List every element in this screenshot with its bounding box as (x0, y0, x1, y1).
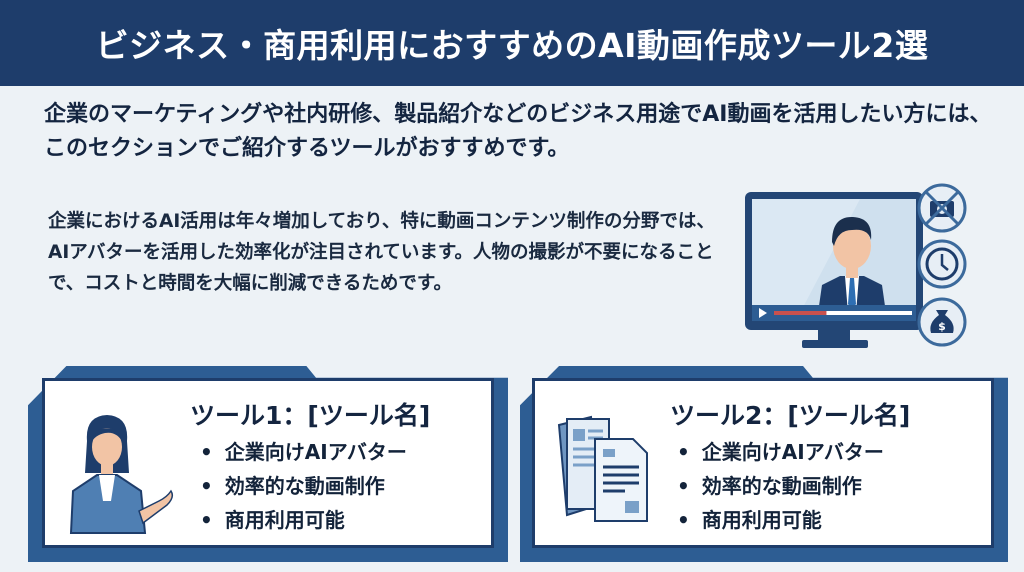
feature-item: 商用利用可能 (677, 503, 884, 537)
feature-item: 企業向けAIアバター (677, 435, 884, 469)
documents-icon (557, 415, 648, 522)
tool-1-features: 企業向けAIアバター 効率的な動画制作 商用利用可能 (200, 435, 407, 537)
intro-text: 企業のマーケティングや社内研修、製品紹介などのビジネス用途でAI動画を活用したい… (44, 102, 992, 161)
feature-item: 効率的な動画制作 (677, 469, 884, 503)
tool-2-title: ツール2：[ツール名] (670, 401, 911, 430)
tool-card-1: ツール1：[ツール名] 企業向けAIアバター 効率的な動画制作 商用利用可能 (42, 378, 494, 548)
feature-item: 企業向けAIアバター (200, 435, 407, 469)
description-paragraph: 企業におけるAI活用は年々増加しており、特に動画コンテンツ制作の分野では、AIア… (48, 211, 715, 294)
no-camera-icon (917, 183, 967, 233)
money-bag-icon: $ (917, 297, 967, 347)
clock-icon (917, 239, 967, 289)
video-progress-fill (774, 311, 827, 315)
businesswoman-icon (69, 415, 174, 534)
tool-2-features: 企業向けAIアバター 効率的な動画制作 商用利用可能 (677, 435, 884, 537)
tool-card-2: ツール2：[ツール名] 企業向けAIアバター 効率的な動画制作 商用利用可能 (532, 378, 994, 548)
page-title: ビジネス・商用利用におすすめのAI動画作成ツール2選 (95, 26, 929, 65)
feature-item: 効率的な動画制作 (200, 469, 407, 503)
tool-1-title: ツール1：[ツール名] (190, 401, 431, 430)
feature-item: 商用利用可能 (200, 503, 407, 537)
title-banner: ビジネス・商用利用におすすめのAI動画作成ツール2選 (0, 0, 1024, 86)
svg-text:$: $ (938, 320, 946, 333)
video-avatar-illustration: $ (740, 180, 980, 359)
